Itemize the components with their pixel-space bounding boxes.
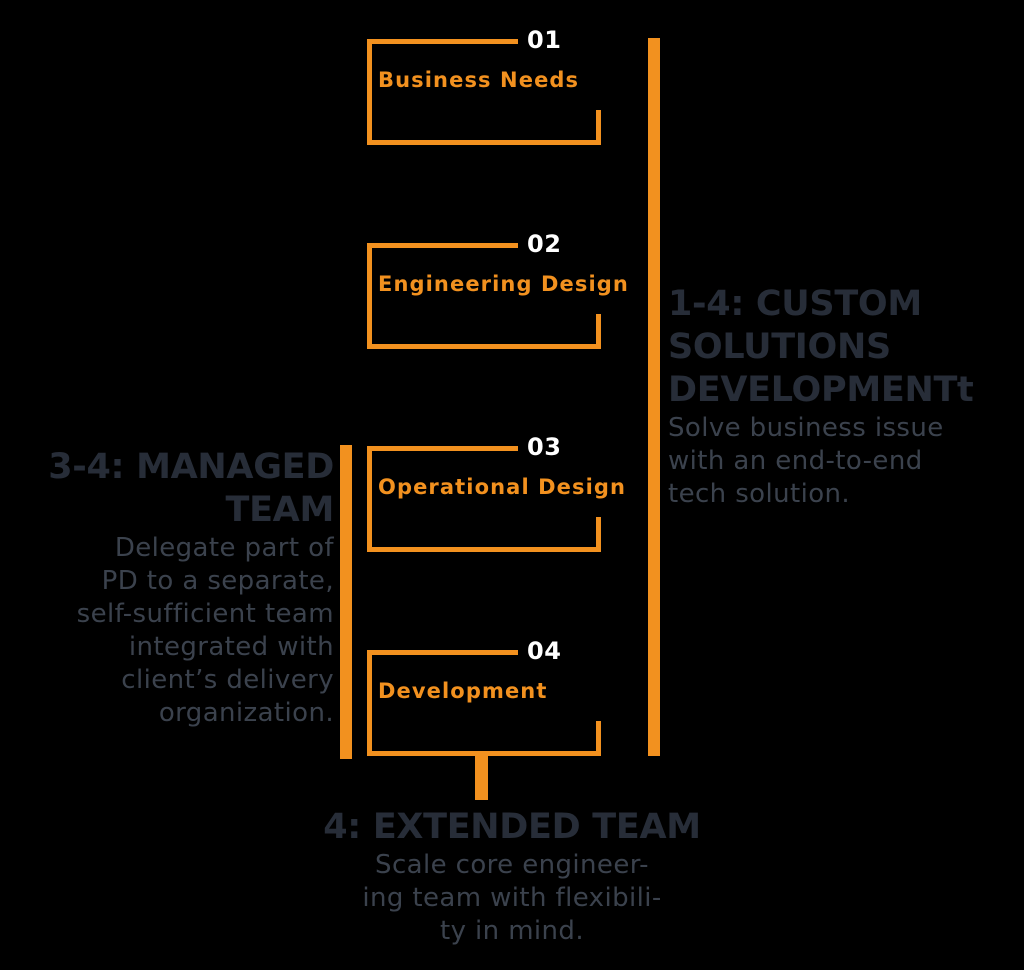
stage-box-01-right-edge bbox=[596, 110, 601, 145]
panel-managed-team: 3-4: MANAGED TEAM Delegate part of PD to… bbox=[0, 446, 334, 730]
body-line: with an end-to-end bbox=[668, 446, 923, 476]
body-line: integrated with bbox=[128, 632, 334, 662]
body-line: tech solution. bbox=[668, 479, 851, 509]
panel-managed-team-heading: 3-4: MANAGED TEAM bbox=[0, 446, 334, 532]
stage-box-04-bottom-edge bbox=[367, 751, 601, 756]
heading-line: 1-4: CUSTOM bbox=[668, 284, 922, 324]
body-line: organization. bbox=[158, 698, 334, 728]
stage-title-04: Development bbox=[378, 679, 548, 703]
stage-box-04 bbox=[367, 650, 601, 756]
stage-box-02 bbox=[367, 243, 601, 349]
stage-title-01: Business Needs bbox=[378, 68, 580, 92]
stage-number-03: 03 bbox=[527, 433, 562, 461]
heading-line: DEVELOPMENTt bbox=[668, 370, 974, 410]
custom-solutions-bracket-bar bbox=[648, 38, 660, 756]
stage-number-04: 04 bbox=[527, 637, 562, 665]
stage-box-03-right-edge bbox=[596, 517, 601, 552]
body-line: Solve business issue bbox=[668, 413, 944, 443]
body-line: ty in mind. bbox=[439, 916, 584, 946]
panel-custom-solutions: 1-4: CUSTOM SOLUTIONS DEVELOPMENTt Solve… bbox=[668, 283, 1018, 511]
stage-box-01-top-edge bbox=[367, 39, 518, 44]
body-line: PD to a separate, bbox=[101, 566, 334, 596]
body-line: Scale core engineer- bbox=[375, 850, 649, 880]
stage-box-02-left-edge bbox=[367, 243, 372, 349]
stage-box-03-bottom-edge bbox=[367, 547, 601, 552]
stage-box-04-left-edge bbox=[367, 650, 372, 756]
body-line: Delegate part of bbox=[114, 533, 334, 563]
stage-number-02: 02 bbox=[527, 230, 562, 258]
stage-number-01: 01 bbox=[527, 26, 562, 54]
panel-extended-team-heading: 4: EXTENDED TEAM bbox=[212, 806, 812, 849]
stage-box-02-right-edge bbox=[596, 314, 601, 349]
panel-extended-team: 4: EXTENDED TEAM Scale core engineer- in… bbox=[212, 806, 812, 948]
stage-box-01 bbox=[367, 39, 601, 145]
body-line: ing team with flexibili- bbox=[362, 883, 662, 913]
heading-line: TEAM bbox=[225, 490, 335, 530]
heading-line: 4: EXTENDED TEAM bbox=[323, 807, 701, 847]
body-line: client’s delivery bbox=[121, 665, 334, 695]
stage-box-04-right-edge bbox=[596, 721, 601, 756]
heading-line: 3-4: MANAGED bbox=[48, 447, 334, 487]
stage-box-03-left-edge bbox=[367, 446, 372, 552]
stage-box-04-top-edge bbox=[367, 650, 518, 655]
body-line: self-sufficient team bbox=[76, 599, 334, 629]
panel-managed-team-body: Delegate part of PD to a separate, self-… bbox=[0, 532, 334, 730]
panel-custom-solutions-body: Solve business issue with an end-to-end … bbox=[668, 412, 1018, 511]
managed-team-bracket-bar bbox=[340, 445, 352, 759]
extended-team-connector-stub bbox=[475, 753, 488, 800]
stage-box-02-top-edge bbox=[367, 243, 518, 248]
stage-title-02: Engineering Design bbox=[378, 272, 629, 296]
stage-box-03 bbox=[367, 446, 601, 552]
stage-box-02-bottom-edge bbox=[367, 344, 601, 349]
stage-title-03: Operational Design bbox=[378, 475, 627, 499]
stage-box-03-top-edge bbox=[367, 446, 518, 451]
stage-box-01-bottom-edge bbox=[367, 140, 601, 145]
panel-custom-solutions-heading: 1-4: CUSTOM SOLUTIONS DEVELOPMENTt bbox=[668, 283, 1018, 412]
heading-line: SOLUTIONS bbox=[668, 327, 891, 367]
stage-box-01-left-edge bbox=[367, 39, 372, 145]
panel-extended-team-body: Scale core engineer- ing team with flexi… bbox=[212, 849, 812, 948]
